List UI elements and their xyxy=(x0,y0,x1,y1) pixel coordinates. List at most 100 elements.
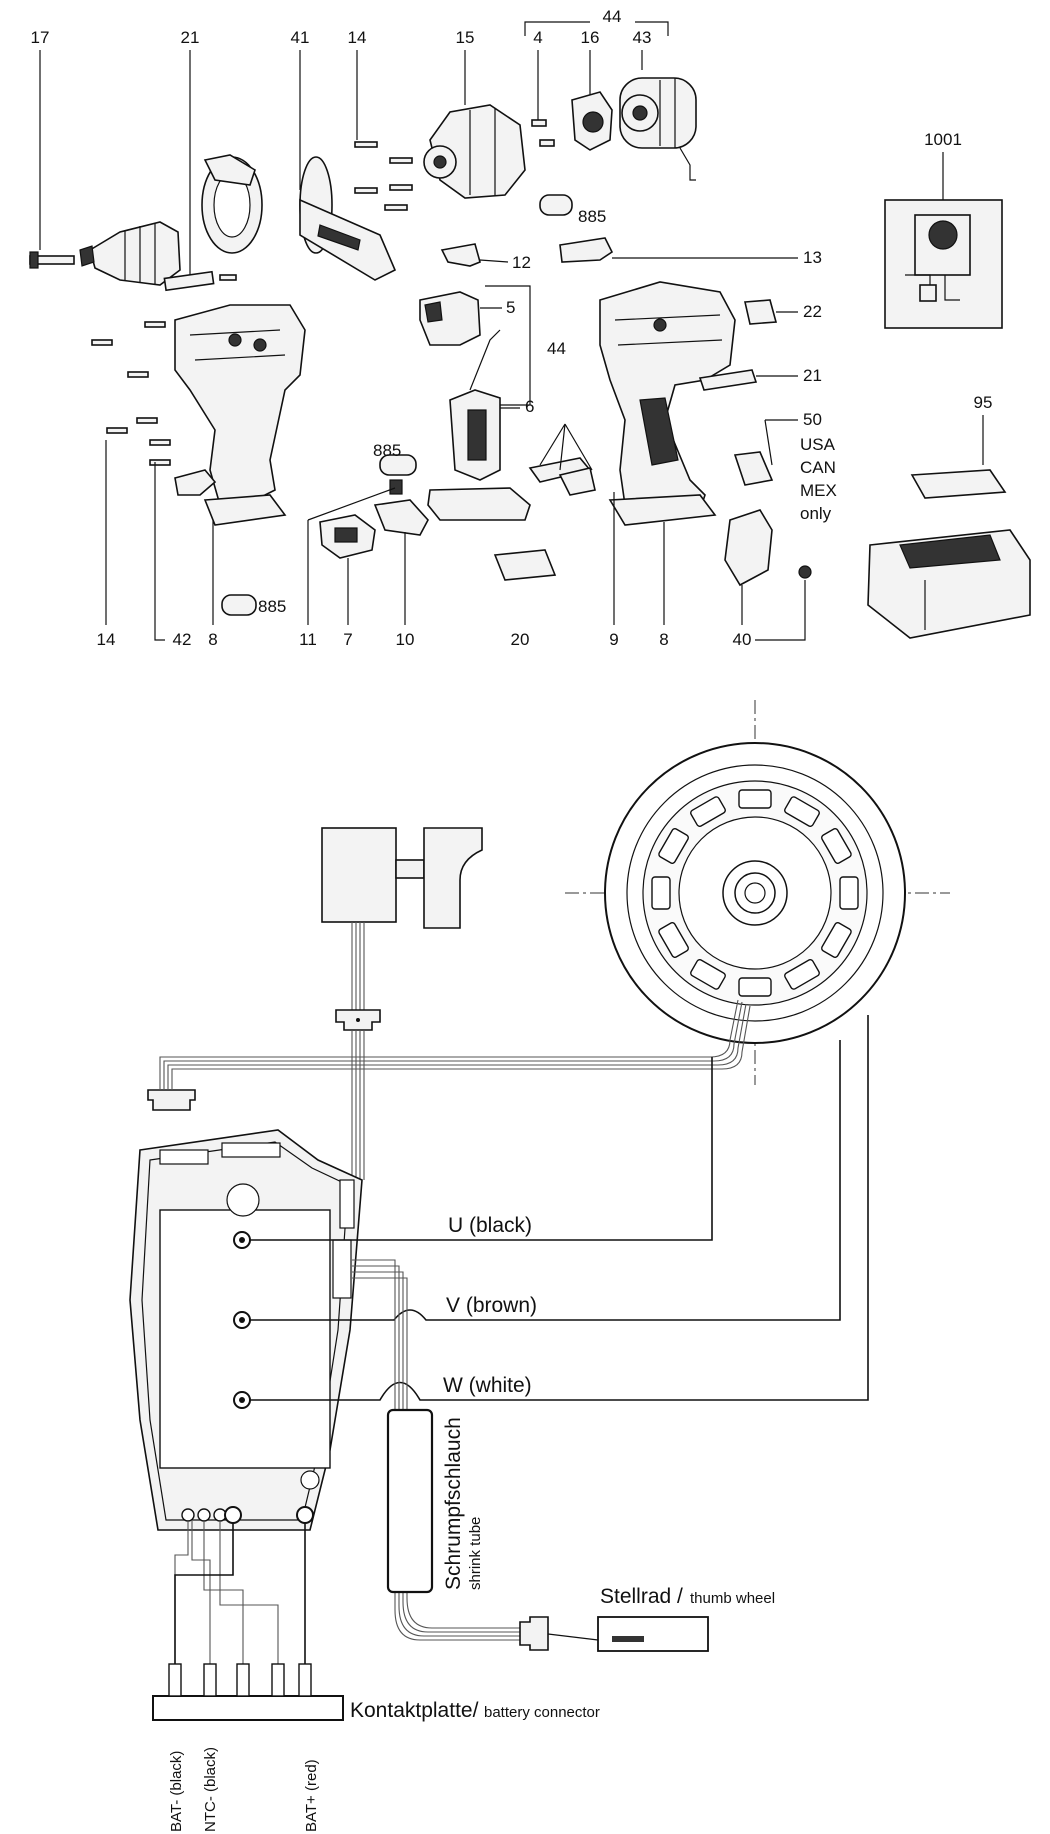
shrink-tube xyxy=(386,1408,434,1594)
part-16-bearing-plate xyxy=(571,91,613,151)
callout-95: 95 xyxy=(974,393,993,412)
callout-8-left: 8 xyxy=(208,630,217,649)
part-13 xyxy=(559,237,614,263)
stator-coils xyxy=(651,789,859,997)
region-note-usa: USA xyxy=(800,435,836,454)
part-42 xyxy=(174,469,217,496)
stator-coil xyxy=(738,977,772,997)
callout-885-left: 885 xyxy=(258,597,286,616)
trigger-switch xyxy=(321,827,483,1031)
part-11-spring xyxy=(389,479,403,495)
part-43-motor xyxy=(619,77,697,181)
control-board xyxy=(129,1129,363,1531)
part-40 xyxy=(724,509,812,587)
callout-15: 15 xyxy=(456,28,475,47)
part-12 xyxy=(440,243,481,267)
wiring-diagram: U (black) V (brown) W (white) Schrumpfsc… xyxy=(129,700,950,1832)
screws-14-left xyxy=(91,274,237,466)
wire-u xyxy=(250,1057,713,1241)
stator-coil xyxy=(690,796,726,827)
callout-17: 17 xyxy=(31,28,50,47)
callout-20: 20 xyxy=(511,630,530,649)
region-note-can: CAN xyxy=(800,458,836,477)
part-5-switch xyxy=(419,291,481,346)
motor-stator xyxy=(565,700,950,1085)
part-20-label xyxy=(493,549,557,581)
callout-44-mid: 44 xyxy=(547,339,566,358)
stator-coil xyxy=(651,876,671,910)
callout-14-top: 14 xyxy=(348,28,367,47)
callout-5: 5 xyxy=(506,298,515,317)
part-7-led xyxy=(319,514,376,559)
callout-43: 43 xyxy=(633,28,652,47)
battery-connector xyxy=(152,1663,344,1721)
stator-coil xyxy=(839,876,859,910)
callout-4: 4 xyxy=(533,28,542,47)
callout-8-right: 8 xyxy=(659,630,668,649)
grease-885-mid xyxy=(379,454,417,476)
part-95-battery xyxy=(867,469,1031,639)
part-15-gearbox xyxy=(423,104,526,199)
housing-left xyxy=(174,304,306,526)
label-pin-bat-minus: BAT- (black) xyxy=(168,1751,185,1832)
stator-coil xyxy=(784,796,820,827)
label-thumb-wheel-de: Stellrad / xyxy=(600,1585,683,1608)
callout-13: 13 xyxy=(803,248,822,267)
bracket-44-mid xyxy=(485,285,531,406)
callout-44-top: 44 xyxy=(603,7,622,26)
drill-chuck xyxy=(79,221,181,286)
exploded-view: 17 21 41 14 15 44 4 16 43 1001 xyxy=(29,7,1031,649)
callout-11: 11 xyxy=(299,630,317,649)
label-shrink-tube-en: shrink tube xyxy=(467,1517,484,1590)
screws-14-top xyxy=(354,141,413,211)
stator-coil xyxy=(821,922,852,958)
wire-w xyxy=(250,1015,869,1401)
callout-16: 16 xyxy=(581,28,600,47)
part-1001-electronics-card xyxy=(884,199,1003,329)
label-shrink-tube-de: Schrumpfschlauch xyxy=(442,1417,465,1590)
stator-coil xyxy=(690,959,726,990)
screw-4a xyxy=(531,119,547,127)
callout-12: 12 xyxy=(512,253,531,272)
region-note-only: only xyxy=(800,504,832,523)
part-21-label-right xyxy=(698,369,758,391)
callout-21-right: 21 xyxy=(803,366,822,385)
stator-coil xyxy=(658,922,689,958)
part-41-side-handle xyxy=(201,154,397,281)
stator-coil xyxy=(658,828,689,864)
callout-885-mid: 885 xyxy=(373,441,401,460)
part-50-label xyxy=(733,451,774,486)
housing-right xyxy=(599,281,736,526)
label-phase-u: U (black) xyxy=(448,1214,532,1237)
stator-coil xyxy=(738,789,772,809)
callout-6: 6 xyxy=(525,397,534,416)
label-thumb-wheel-en: thumb wheel xyxy=(690,1590,775,1607)
region-note-mex: MEX xyxy=(800,481,837,500)
bracket-44-top xyxy=(524,21,669,36)
stator-coil xyxy=(784,959,820,990)
label-battery-connector-de: Kontaktplatte/ xyxy=(350,1699,479,1722)
label-phase-v: V (brown) xyxy=(446,1294,537,1317)
motor-wire-bundle xyxy=(159,999,751,1090)
callout-40: 40 xyxy=(733,630,752,649)
stator-coil xyxy=(821,828,852,864)
label-pin-ntc-minus: NTC- (black) xyxy=(202,1747,219,1832)
thumb-wheel-plug xyxy=(519,1616,549,1651)
part-9 xyxy=(528,423,596,496)
callout-14-bottom: 14 xyxy=(97,630,116,649)
callout-9: 9 xyxy=(609,630,618,649)
battery-wires xyxy=(174,1521,279,1670)
motor-plug-connector xyxy=(147,1089,196,1111)
grease-885-left xyxy=(221,594,257,616)
part-21-label xyxy=(163,270,215,292)
part-10 xyxy=(373,499,429,536)
screw-4b xyxy=(539,139,555,147)
callout-41: 41 xyxy=(291,28,310,47)
callout-7: 7 xyxy=(343,630,352,649)
thumb-wheel-board xyxy=(597,1616,709,1652)
callout-42: 42 xyxy=(173,630,192,649)
part-6-electronic-module xyxy=(427,329,531,521)
callout-1001: 1001 xyxy=(924,130,962,149)
part-22-label xyxy=(744,299,778,325)
